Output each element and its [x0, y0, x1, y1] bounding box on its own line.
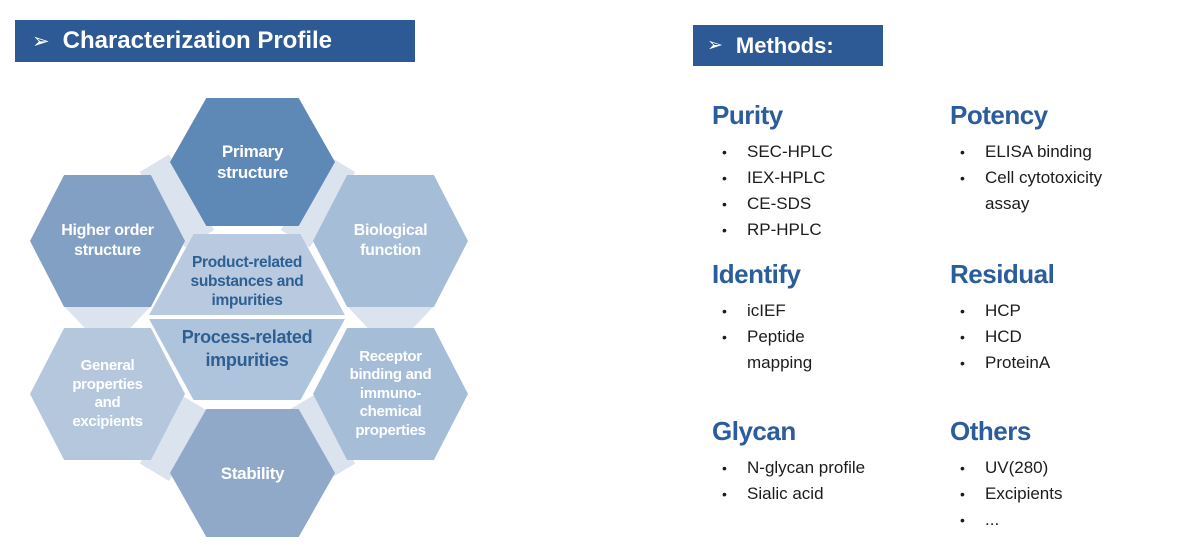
method-name: ... — [985, 510, 1000, 529]
section-title: Identify — [707, 259, 818, 289]
method-name: Sialic acid — [747, 484, 824, 503]
hexagon-label: Stability — [220, 463, 285, 483]
hexagon-label: Receptor binding and immuno- chemical pr… — [349, 347, 432, 439]
hexagon-stability: Stability — [170, 409, 335, 537]
list-item: • Cell cytotoxicity assay — [950, 165, 1102, 217]
bullet-icon: • — [960, 486, 965, 502]
bullet-icon: • — [722, 222, 727, 238]
bullet-icon: • — [722, 303, 727, 319]
method-name: RP-HPLC — [747, 220, 822, 239]
bullet-icon: • — [960, 512, 965, 528]
list-item: • icIEF — [712, 298, 812, 324]
section-others: Others • UV(280) • Excipients •... — [946, 416, 1062, 533]
section-residual: Residual • HCP • HCD • ProteinA — [945, 259, 1072, 376]
section-title: Potency — [946, 100, 1065, 130]
list-item: • Sialic acid — [712, 481, 865, 507]
method-name: ProteinA — [985, 353, 1051, 372]
hexagon-center-impurities: Product-related substances and impuritie… — [148, 234, 346, 400]
list-item: • ProteinA — [950, 350, 1054, 376]
hexagon-label: General properties and excipients — [72, 357, 143, 430]
arrowhead-bullet-icon: ➢ — [707, 35, 723, 56]
hex-connector-mid-left — [64, 306, 151, 330]
section-title: Others — [946, 416, 1048, 446]
list-item: • UV(280) — [950, 455, 1062, 481]
method-name: N-glycan profile — [747, 458, 866, 477]
list-item: •... — [950, 507, 1062, 533]
hexagon-label: Primary structure — [217, 142, 288, 182]
section-potency: Potency • ELISA binding • Cell cytotoxicit… — [946, 100, 1102, 217]
method-name: SEC-HPLC — [747, 142, 833, 161]
bullet-icon: • — [722, 460, 727, 476]
method-name: IEX-HPLC — [747, 168, 826, 187]
method-list: • N-glycan profile • Sialic acid — [712, 455, 865, 507]
bullet-icon: • — [722, 144, 727, 160]
list-item: • N-glycan profile — [712, 455, 865, 481]
method-name: CE-SDS — [747, 194, 812, 213]
list-item: • HCP — [950, 298, 1054, 324]
hexagon-label: Product-related substances and impuritie… — [190, 254, 304, 309]
bullet-icon: • — [960, 303, 965, 319]
hexagon-label: Biological function — [353, 222, 428, 259]
characterization-header-banner: ➢ Characterization Profile — [15, 20, 415, 62]
characterization-title: Characterization Profile — [62, 27, 333, 54]
list-item: • CE-SDS — [712, 191, 833, 217]
section-identify: Identify • icIEF • Peptide mapping — [707, 259, 818, 376]
hexagon-label: Process-related impurities — [181, 327, 313, 370]
list-item: • HCD — [950, 324, 1054, 350]
hexagon-label: Higher order structure — [61, 222, 154, 259]
arrowhead-bullet-icon: ➢ — [32, 29, 50, 53]
list-item: • RP-HPLC — [712, 217, 833, 243]
list-item: • IEX-HPLC — [712, 165, 833, 191]
hexagon-general-properties: General properties and excipients — [30, 328, 185, 460]
bullet-icon: • — [960, 355, 965, 371]
method-list: • SEC-HPLC • IEX-HPLC • CE-SDS • RP-HPLC — [712, 139, 833, 243]
method-name: Excipients — [985, 484, 1063, 503]
methods-title: Methods: — [735, 32, 834, 58]
method-name: HCD — [985, 327, 1022, 346]
bullet-icon: • — [722, 486, 727, 502]
hexagon-product-related: Product-related substances and impuritie… — [148, 234, 346, 315]
section-glycan: Glycan • N-glycan profile • Sialic acid — [708, 416, 865, 507]
hexagon-receptor-binding: Receptor binding and immuno- chemical pr… — [313, 328, 468, 460]
hexagon-biological-function: Biological function — [313, 175, 468, 307]
bullet-icon: • — [722, 170, 727, 186]
method-list: • ELISA binding • Cell cytotoxicity assay — [950, 139, 1102, 217]
methods-header-banner: ➢ Methods: — [693, 25, 883, 66]
list-item: • SEC-HPLC — [712, 139, 833, 165]
list-item: • Peptide mapping — [712, 324, 812, 376]
method-list: • icIEF • Peptide mapping — [712, 298, 812, 376]
hexagon-higher-order-structure: Higher order structure — [30, 175, 185, 307]
method-list: • UV(280) • Excipients •... — [950, 455, 1062, 533]
method-name: HCP — [985, 301, 1021, 320]
method-name: icIEF — [747, 301, 786, 320]
method-name: Cell cytotoxicity assay — [985, 168, 1103, 213]
method-list: • HCP • HCD • ProteinA — [950, 298, 1054, 376]
list-item: • ELISA binding — [950, 139, 1102, 165]
section-title: Residual — [945, 259, 1072, 289]
bullet-icon: • — [960, 460, 965, 476]
list-item: • Excipients — [950, 481, 1062, 507]
bullet-icon: • — [722, 329, 727, 345]
section-title: Glycan — [708, 416, 813, 446]
bullet-icon: • — [722, 196, 727, 212]
bullet-icon: • — [960, 170, 965, 186]
bullet-icon: • — [960, 144, 965, 160]
method-name: UV(280) — [985, 458, 1049, 477]
section-purity: Purity • SEC-HPLC • IEX-HPLC • CE-SDS • RP-H… — [708, 100, 833, 243]
bullet-icon: • — [960, 329, 965, 345]
hex-connector-mid-right — [347, 306, 434, 330]
hexagon-primary-structure: Primary structure — [170, 98, 335, 226]
method-name: ELISA binding — [985, 142, 1092, 161]
section-title: Purity — [708, 100, 800, 130]
method-name: Peptide mapping — [747, 327, 813, 372]
